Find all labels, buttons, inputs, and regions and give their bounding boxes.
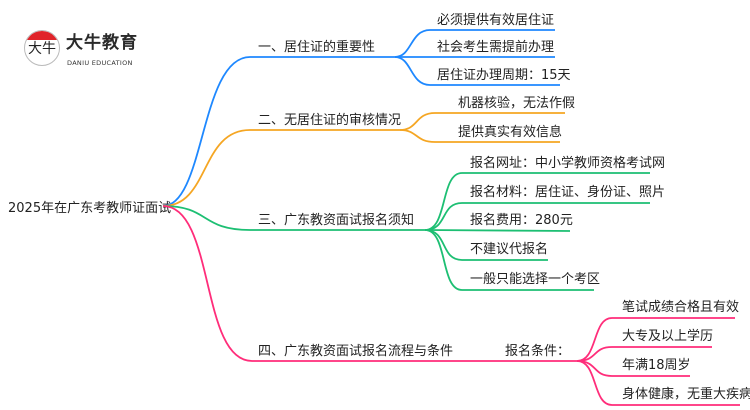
leaf-node: 年满18周岁 [622,358,691,373]
branch-4-sub-label: 报名条件： [505,343,570,359]
leaf-node: 不建议代报名 [470,241,548,257]
connector [424,229,571,232]
branch-4: 四、广东教资面试报名流程与条件 报名条件： 笔试成绩合格且有效 大专及以上学历 … [162,205,750,406]
leaf-node: 必须提供有效居住证 [437,12,554,28]
connector [424,202,650,231]
branch-1: 一、居住证的重要性 必须提供有效居住证 社会考生需提前办理 居住证办理周期：15… [162,12,571,207]
logo-mark: 大牛 [24,30,60,66]
leaf-node: 大专及以上学历 [622,328,713,344]
branch-2-connector [162,129,400,207]
root-node: 2025年在广东考教师证面试 [8,200,171,216]
branch-3-connector [162,205,425,231]
branch-3-label: 三、广东教资面试报名须知 [258,212,414,228]
connector [576,360,740,406]
leaf-node: 社会考生需提前办理 [437,39,554,55]
connector [394,56,560,86]
leaf-node: 一般只能选择一个考区 [470,271,600,287]
connector [399,112,565,131]
leaf-node: 居住证办理周期：15天 [437,68,571,83]
leaf-node: 提供真实有效信息 [458,124,562,140]
connector [424,229,594,291]
connector [394,29,555,58]
leaf-node: 笔试成绩合格且有效 [622,299,739,315]
leaf-node: 报名材料：居住证、身份证、照片 [470,184,665,200]
branch-4-connector [162,205,577,362]
connector [576,346,712,362]
logo: 大牛 大牛教育 DANIU EDUCATION [22,28,147,72]
leaf-node: 报名网址：中小学教师资格考试网 [470,155,665,171]
branch-4-label: 四、广东教资面试报名流程与条件 [258,343,453,359]
logo-title: 大牛教育 [66,33,138,53]
connector [576,317,735,362]
logo-subtitle: DANIU EDUCATION [67,59,133,67]
branch-3: 三、广东教资面试报名须知 报名网址：中小学教师资格考试网 报名材料：居住证、身份… [162,155,665,291]
leaf-node: 身体健康，无重大疾病 [622,386,750,402]
connector [424,172,650,231]
branch-1-label: 一、居住证的重要性 [258,39,375,55]
leaf-node: 机器核验，无法作假 [458,95,575,111]
logo-mark-band [25,31,59,40]
logo-mark-glyph: 大牛 [28,41,56,57]
branch-2: 二、无居住证的审核情况 机器核验，无法作假 提供真实有效信息 [162,95,575,207]
branch-1-connector [162,56,395,207]
connector [399,129,560,143]
branch-2-label: 二、无居住证的审核情况 [258,112,401,128]
leaf-node: 报名费用：280元 [470,212,573,228]
